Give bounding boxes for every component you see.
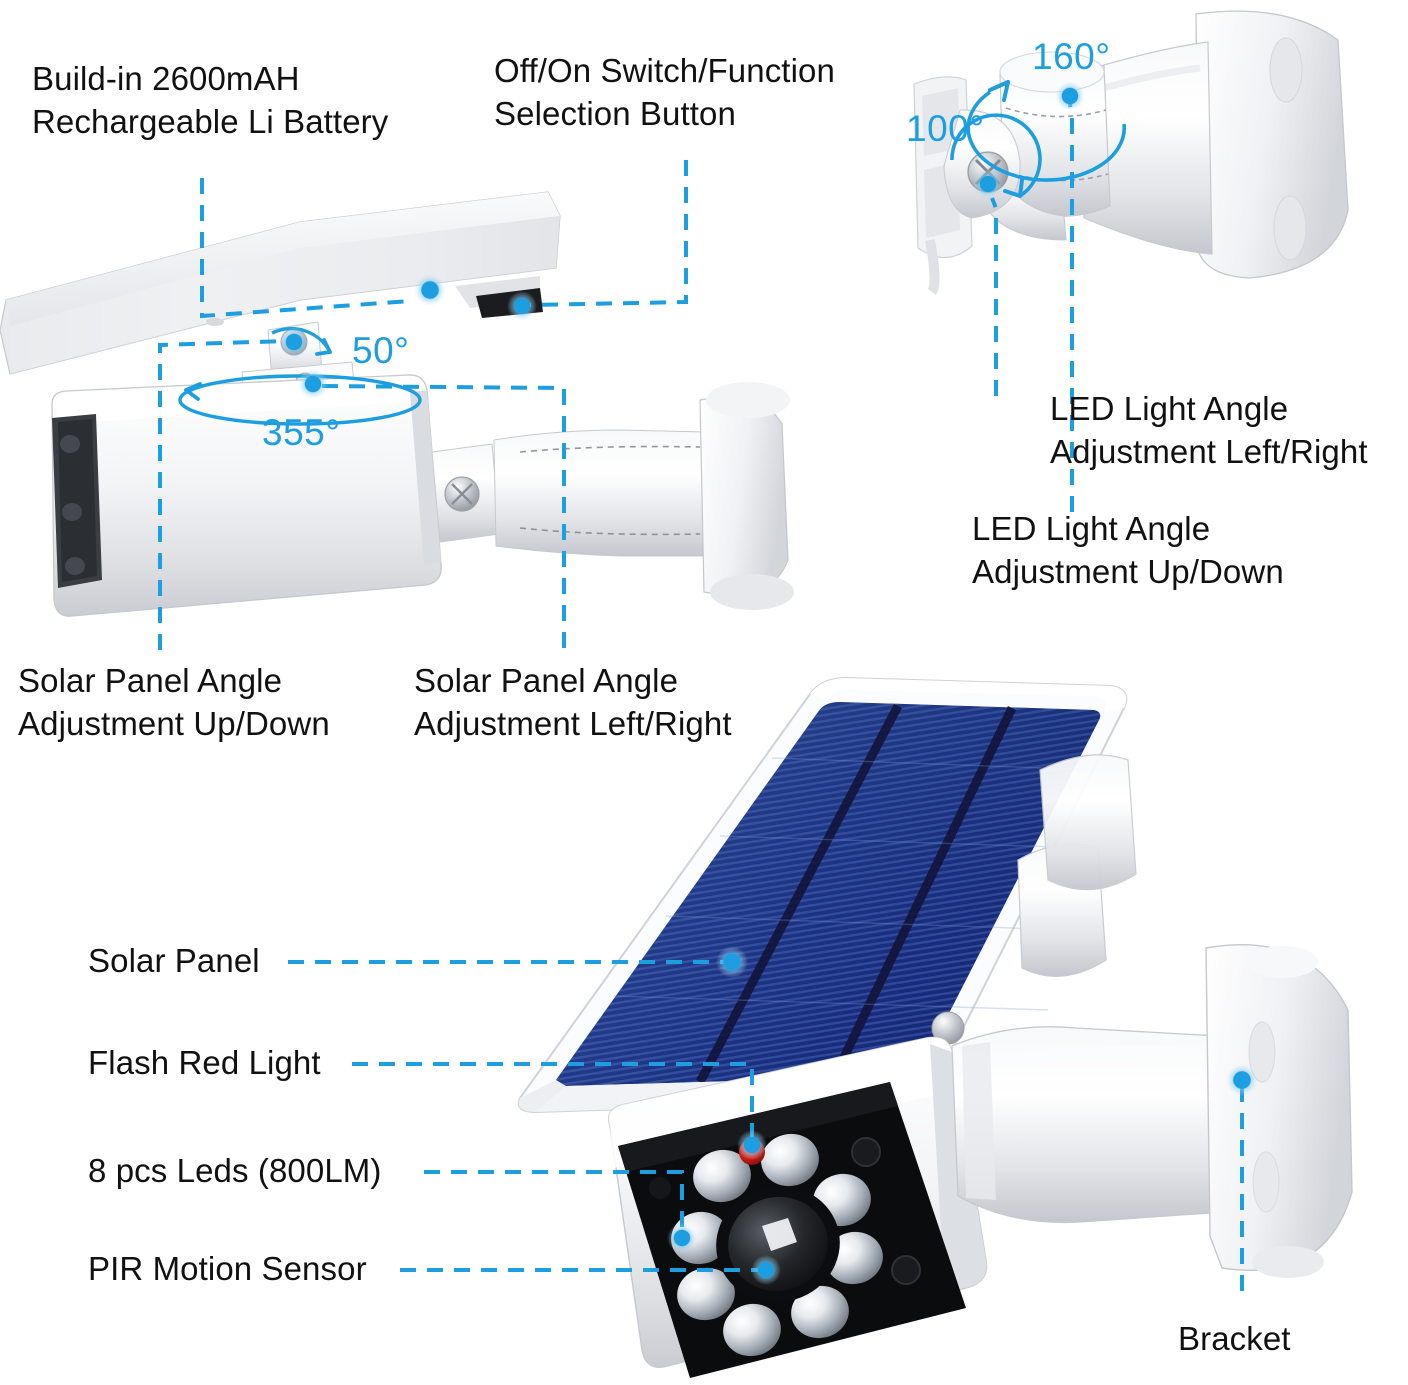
angle-pan-160: 160° [1032, 36, 1111, 77]
angle-pan-355: 355° [262, 412, 341, 453]
panel-tilt-hinge [267, 321, 323, 381]
callout-leds: 8 pcs Leds (800LM) [88, 1152, 382, 1189]
view-top-left-artwork [0, 191, 794, 617]
dot-battery [414, 274, 446, 306]
led-ring [671, 1133, 883, 1357]
leader-switch [529, 160, 688, 307]
dot-switch [507, 291, 537, 321]
dot-flash-red [737, 1130, 767, 1160]
angle-tilt-50: 50° [352, 330, 410, 371]
leader-battery [200, 178, 411, 319]
callout-panel-up-down: Solar Panel Angle Adjustment Up/Down [18, 662, 330, 742]
camera-body-side [51, 374, 442, 617]
led-housing [608, 1036, 988, 1378]
callout-panel-left-right: Solar Panel Angle Adjustment Left/Right [414, 662, 732, 742]
dot-bracket [1226, 1064, 1258, 1096]
leader-panel-updown [158, 339, 287, 650]
callout-pir: PIR Motion Sensor [88, 1250, 367, 1287]
dot-panel-updown [279, 327, 309, 357]
callout-solar-panel: Solar Panel [88, 942, 260, 979]
dot-pir [751, 1255, 781, 1285]
dot-led-updown [1055, 81, 1085, 111]
callout-led-up-down: LED Light Angle Adjustment Up/Down [972, 510, 1284, 590]
dot-panel-leftright [298, 369, 328, 399]
solar-panel-side-raised [0, 191, 561, 375]
callout-battery: Build-in 2600mAH Rechargeable Li Battery [32, 60, 389, 140]
pir-dome [716, 1185, 840, 1303]
view-bottom-artwork [517, 676, 1353, 1378]
dot-led-leftright [973, 169, 1003, 199]
bracket-side [431, 382, 794, 610]
callout-switch: Off/On Switch/Function Selection Button [494, 52, 835, 132]
leader-leds [424, 1170, 684, 1232]
dot-leds [667, 1223, 697, 1253]
angle-tilt-100: 100° [906, 108, 985, 149]
callout-bracket: Bracket [1178, 1320, 1291, 1357]
leader-panel-leftright [317, 384, 566, 648]
dot-solar-panel [716, 946, 748, 978]
leader-flash-red [352, 1062, 754, 1140]
flash-red-led [739, 1139, 765, 1165]
callout-flash-red-light: Flash Red Light [88, 1044, 321, 1081]
bracket-main [951, 944, 1353, 1278]
callout-led-left-right: LED Light Angle Adjustment Left/Right [1050, 390, 1368, 470]
panel-pan-neck [241, 361, 357, 417]
view-top-right-artwork [913, 10, 1349, 295]
leader-led-leftright [990, 197, 998, 396]
